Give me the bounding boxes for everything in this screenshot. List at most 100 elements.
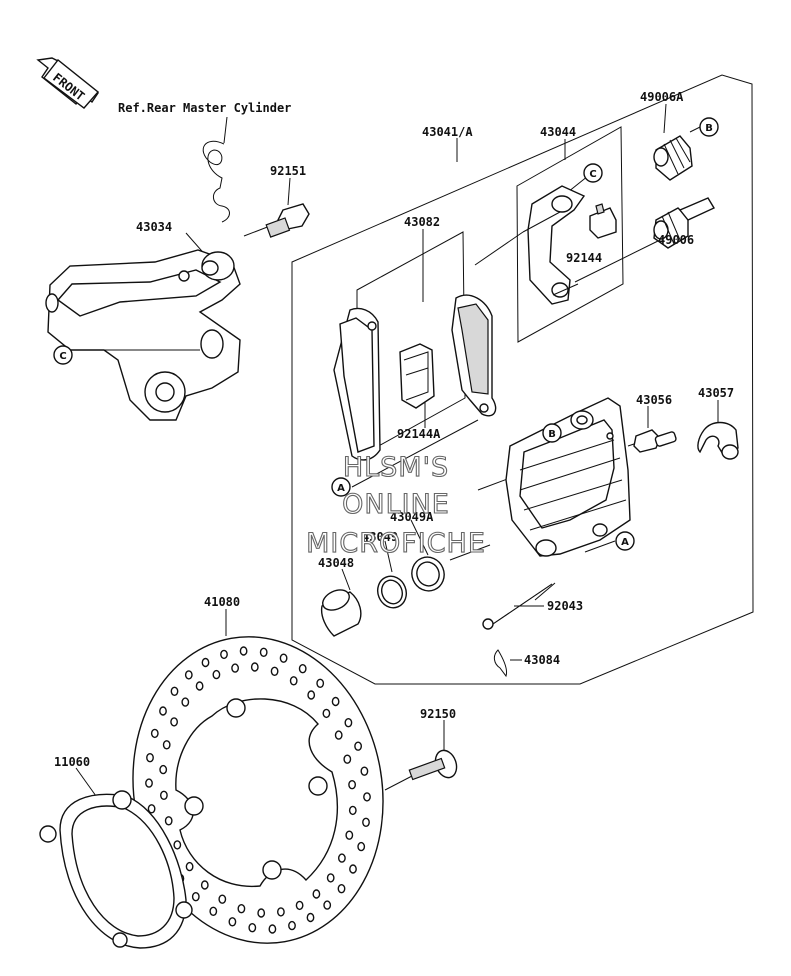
brake-disc: [132, 636, 384, 944]
disc-hole: [145, 778, 153, 788]
label-92144a: 92144A: [397, 427, 441, 441]
label-43056: 43056: [636, 393, 672, 407]
disc-hole: [170, 686, 179, 696]
watermark-line-2: ONLINE: [342, 489, 450, 520]
label-43034: 43034: [136, 220, 172, 234]
label-43041: 43041/A: [422, 125, 473, 139]
callout-c-left: C: [59, 351, 66, 362]
piston-seal-43049a: [411, 556, 445, 592]
callout-b-top: B: [705, 123, 713, 134]
disc-hole: [322, 708, 331, 719]
watermark-line-3: MICROFICHE: [306, 528, 486, 559]
disc-hole: [268, 924, 277, 934]
disc-hole: [164, 816, 173, 826]
label-43084: 43084: [524, 653, 560, 667]
disc-hole: [357, 841, 366, 852]
disc-hole: [239, 646, 248, 656]
disc-hole: [237, 904, 246, 914]
piston-43048: [320, 589, 362, 637]
disc-hole: [259, 647, 268, 657]
disc-hole: [195, 681, 204, 691]
disc-hole: [276, 907, 285, 917]
disc-hole: [162, 740, 171, 750]
pad-pin-92043: [482, 583, 553, 630]
disc-hole: [326, 873, 335, 883]
disc-hole: [159, 790, 168, 800]
piston-seal-43049: [377, 575, 407, 609]
front-arrow-icon: FRONT: [36, 57, 100, 109]
disc-hole: [337, 884, 346, 894]
disc-hole: [363, 792, 371, 802]
disc-hole: [349, 864, 357, 874]
disc-hole: [147, 804, 156, 814]
disc-hole: [184, 670, 193, 680]
disc-hole: [248, 923, 257, 933]
disc-hole: [220, 649, 228, 660]
disc-hole: [185, 861, 194, 872]
disc-hole: [306, 912, 315, 923]
label-43082: 43082: [404, 215, 440, 229]
disc-hole: [307, 690, 316, 700]
pad-spring: [399, 343, 435, 409]
disc-hole: [201, 657, 210, 668]
disc-hole: [334, 730, 343, 740]
disc-hole: [288, 920, 296, 931]
callout-b-mid: B: [548, 429, 556, 440]
label-92150: 92150: [420, 707, 456, 721]
callout-c-top: C: [589, 169, 596, 180]
disc-hole: [323, 900, 332, 910]
watermark-line-1: HLSM'S: [343, 452, 449, 483]
label-43057: 43057: [698, 386, 734, 400]
disc-hole: [159, 706, 167, 716]
disc-hole: [228, 917, 237, 927]
brake-pad-right: [451, 294, 497, 417]
disc-hole: [146, 753, 154, 763]
dust-boot-49006: [653, 197, 716, 249]
label-92043: 92043: [547, 599, 583, 613]
disc-hole: [298, 664, 307, 674]
label-43049a: 43049A: [390, 510, 434, 524]
label-41080: 41080: [204, 595, 240, 609]
label-92151: 92151: [270, 164, 306, 178]
caliper-assembly-boundary: [291, 74, 754, 685]
r-clip-43084: [493, 649, 507, 678]
callout-a-circle-left: [331, 477, 351, 497]
disc-hole: [170, 717, 179, 727]
label-43044: 43044: [540, 125, 576, 139]
disc-hole: [295, 900, 304, 911]
disc-hole: [250, 662, 259, 672]
label-43049: 43049: [362, 530, 398, 544]
disc-hole: [257, 908, 266, 918]
callout-a-right: A: [621, 537, 629, 548]
disc-hole: [337, 853, 346, 863]
disc-hole: [316, 678, 325, 688]
label-43048: 43048: [318, 556, 354, 570]
disc-hole: [218, 894, 227, 904]
disc-hole: [354, 741, 362, 751]
bleeder-cap: [697, 421, 739, 460]
disc-hole: [345, 830, 354, 840]
disc-gasket: [39, 790, 193, 949]
brake-disc-holes: [145, 646, 371, 934]
caliper-body: [505, 397, 631, 557]
disc-hole: [173, 840, 182, 850]
label-49006a: 49006A: [640, 90, 684, 104]
disc-hole: [331, 696, 340, 707]
spring-clip: [202, 140, 230, 223]
disc-hole: [312, 889, 321, 899]
disc-hole: [231, 663, 240, 673]
disc-hole: [360, 766, 369, 776]
bolt-92151: [265, 203, 310, 238]
disc-hole: [191, 892, 200, 902]
disc-hole: [348, 780, 356, 790]
part-number-labels: 43041/A 43044 49006A 92151 43034 43082 9…: [54, 90, 734, 769]
caliper-bracket: [45, 249, 241, 421]
dust-boot-49006a: [653, 135, 693, 181]
bleeder-valve: [633, 429, 677, 453]
disc-hole: [362, 817, 370, 827]
bracket-group-boundary: [516, 126, 624, 343]
disc-hole: [270, 666, 279, 676]
disc-hole: [181, 697, 190, 707]
disc-bolt-92150: [408, 749, 458, 781]
